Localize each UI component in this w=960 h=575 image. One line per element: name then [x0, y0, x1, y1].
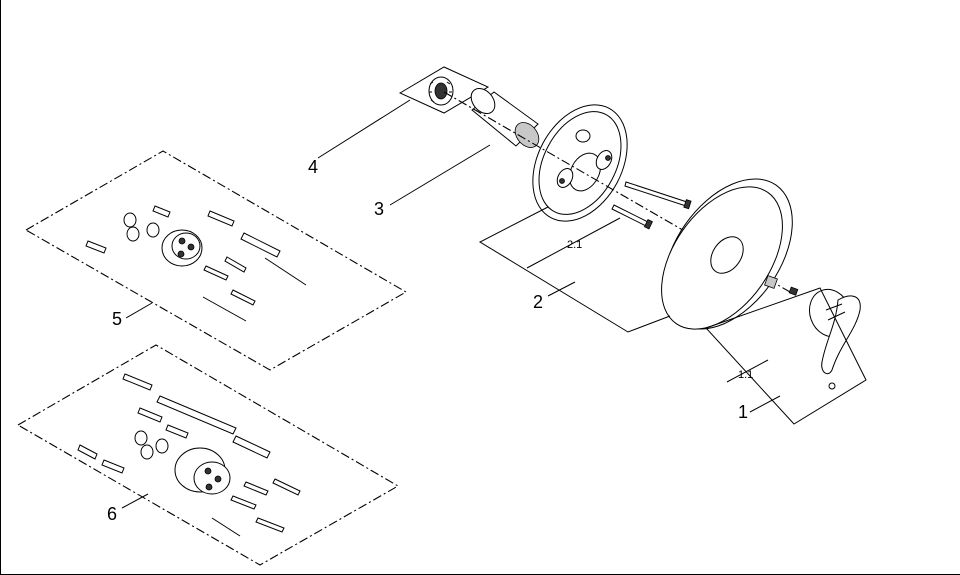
part-2-1-long-screw-lower	[611, 204, 653, 230]
assembly-axis-line	[443, 91, 791, 293]
part-4-group: 4	[308, 66, 490, 177]
part-6-screw-4	[255, 517, 285, 533]
part-6-insert-4	[101, 459, 125, 474]
part-4-nut	[428, 76, 454, 106]
part-6-sleeve	[232, 435, 271, 459]
part-5-long-screw	[202, 296, 247, 322]
part-6-insert-3	[77, 444, 98, 460]
part-1-leader	[749, 395, 781, 413]
part-6-screw-2	[230, 495, 257, 510]
part-4-diamond-frame	[398, 66, 490, 114]
part-2-back-plate	[532, 104, 628, 222]
part-6-group: 6	[16, 344, 400, 566]
part-2-1-long-screw-upper	[624, 181, 692, 210]
part-6-o-ring-2	[140, 444, 154, 460]
part-5-pin-1	[207, 210, 235, 227]
part-1-frame	[705, 287, 867, 425]
part-4-leader	[317, 99, 411, 159]
part-6-insert-1	[137, 407, 163, 423]
part-6-o-ring-1	[134, 430, 148, 446]
part-1-adapter	[764, 275, 799, 296]
part-3-leader	[389, 144, 491, 206]
part-2-leader	[547, 281, 576, 297]
part-6-screw-1	[243, 481, 269, 496]
part-6-pin-1	[122, 373, 153, 391]
part-6-dashed-frame	[16, 344, 400, 566]
part-2-1-bracket	[526, 217, 621, 269]
part-2-bracket	[478, 206, 671, 333]
part-5-leader	[125, 302, 153, 319]
part-5-screw-3	[230, 289, 256, 306]
part-5-o-ring-1	[123, 212, 137, 228]
part-6-long-screw	[211, 517, 241, 537]
part-6-rod	[156, 395, 237, 435]
callout-2-1: 2.1	[567, 239, 582, 251]
callout-4: 4	[308, 157, 318, 177]
part-6-o-ring-3	[155, 438, 169, 454]
part-5-rod	[240, 232, 281, 258]
part-5-insert-1	[152, 205, 171, 218]
part-6-leader	[121, 493, 149, 509]
part-5-cartridge	[161, 229, 203, 267]
part-5-o-ring-3	[146, 222, 160, 238]
callout-5: 5	[112, 309, 122, 329]
callout-3: 3	[374, 199, 384, 219]
part-1-1-set-screw	[828, 382, 836, 390]
part-1-group: 1.1 1	[705, 275, 867, 425]
part-5-insert-2	[85, 240, 107, 254]
part-5-thin-rod	[264, 257, 307, 286]
part-5-o-ring-2	[126, 226, 140, 242]
part-6-screw-3	[272, 478, 301, 496]
part-6-insert-2	[165, 424, 189, 439]
part-1-handle	[808, 288, 861, 375]
part-5-screw-1	[224, 256, 247, 273]
part-1-1-bracket	[726, 359, 769, 383]
part-2-rosette	[661, 178, 793, 330]
part-5-group: 5	[24, 150, 408, 371]
callout-1-1: 1.1	[738, 369, 753, 381]
part-5-screw-2	[203, 265, 229, 281]
callout-6: 6	[107, 504, 117, 524]
callout-2: 2	[533, 292, 543, 312]
part-2-group: 2.1 2	[443, 91, 793, 333]
part-3-sleeve	[470, 87, 540, 148]
part-6-cartridge	[174, 447, 231, 495]
part-5-dashed-frame	[24, 150, 408, 371]
callout-1: 1	[738, 402, 748, 422]
